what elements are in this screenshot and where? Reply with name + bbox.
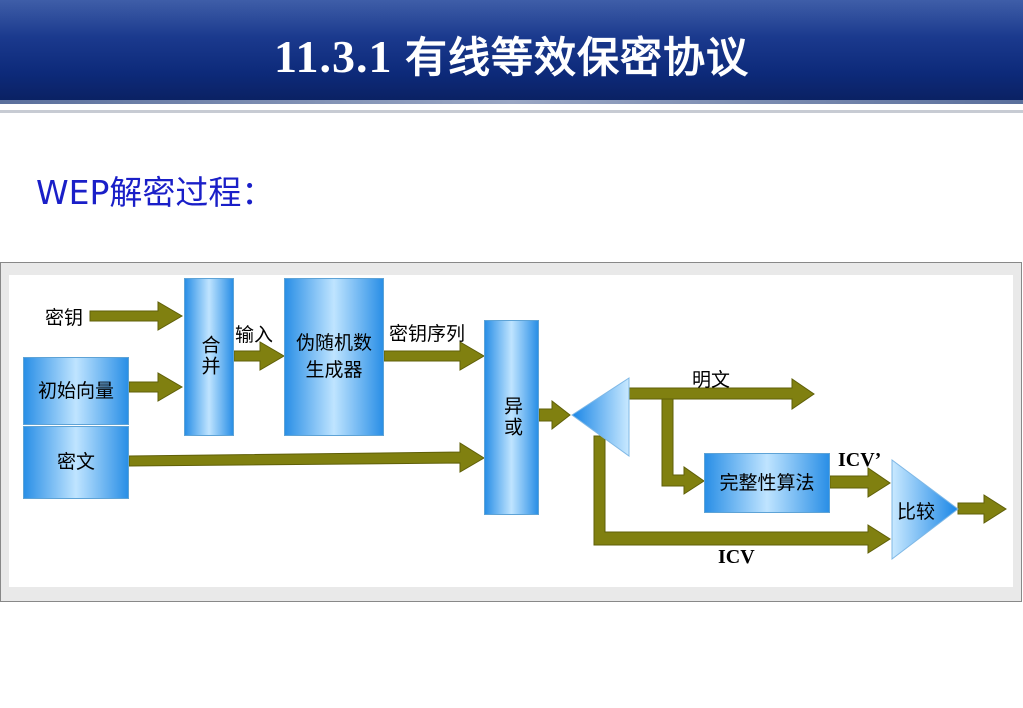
integrity-label: 完整性算法 — [719, 471, 815, 494]
xor-label: 异或 — [501, 396, 523, 438]
xor-box: 异或 — [484, 320, 539, 515]
icv-prime-label: ICV’ — [838, 449, 882, 471]
title-strip — [0, 110, 1023, 113]
prng-label-2: 生成器 — [305, 359, 363, 381]
slide-title: 11.3.1 有线等效保密协议 — [0, 24, 1023, 85]
subtitle-text: WEP解密过程： — [36, 173, 275, 212]
iv-box: 初始向量 — [23, 357, 129, 425]
title-bar: 11.3.1 有线等效保密协议 — [0, 0, 1023, 113]
prng-label-1: 伪随机数 — [295, 332, 372, 354]
iv-label: 初始向量 — [37, 379, 114, 402]
integrity-box: 完整性算法 — [704, 453, 830, 513]
slide-title-text: 有线等效保密协议 — [404, 33, 749, 82]
icv-label: ICV — [718, 546, 755, 568]
merge-label: 合并 — [198, 335, 221, 377]
compare-label: 比较 — [897, 501, 936, 523]
input-label: 输入 — [235, 324, 274, 346]
ciphertext-box: 密文 — [23, 426, 129, 499]
plaintext-label: 明文 — [692, 369, 731, 391]
ciphertext-label: 密文 — [56, 451, 95, 473]
key-label: 密钥 — [45, 307, 84, 329]
keystream-label: 密钥序列 — [389, 323, 466, 345]
slide-title-number: 11.3.1 — [274, 31, 393, 82]
title-underline — [0, 100, 1023, 104]
merge-box: 合并 — [184, 278, 234, 436]
prng-box: 伪随机数 生成器 — [284, 278, 384, 436]
